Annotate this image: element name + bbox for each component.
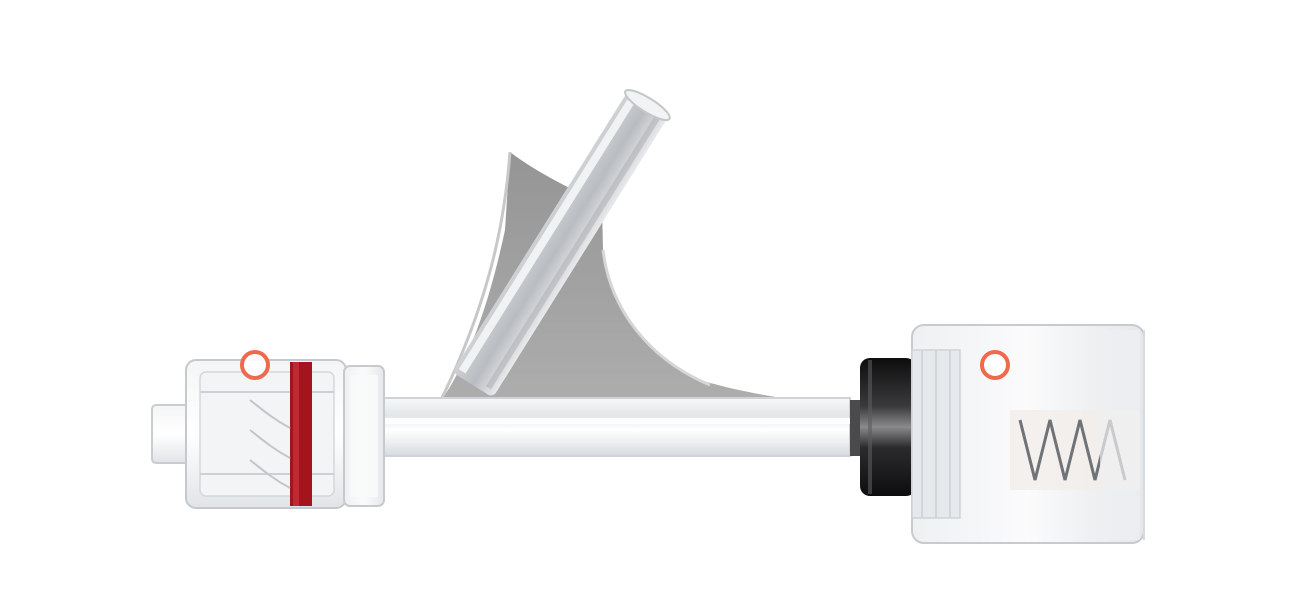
right-cap bbox=[911, 324, 1145, 544]
hotspot-right-cap[interactable] bbox=[980, 350, 1010, 380]
branch-tube bbox=[454, 89, 671, 396]
hotspot-left-connector[interactable] bbox=[240, 350, 270, 380]
main-tube bbox=[379, 397, 851, 457]
dark-collar bbox=[850, 358, 916, 496]
left-connector bbox=[151, 359, 385, 509]
gray-fin bbox=[440, 152, 810, 402]
